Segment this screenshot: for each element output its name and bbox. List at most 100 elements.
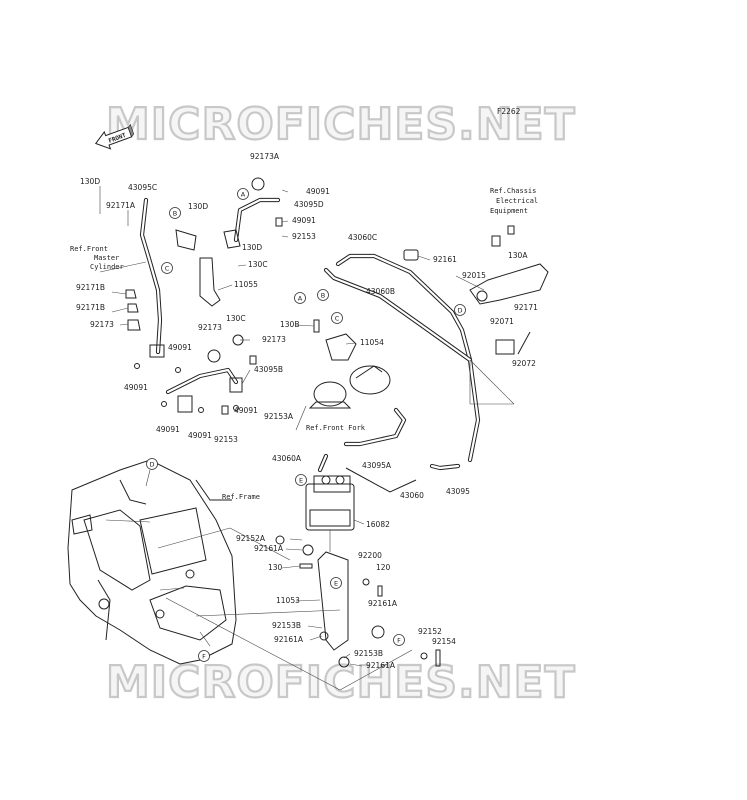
svg-text:B: B bbox=[321, 292, 325, 300]
part-label: 49091 bbox=[188, 431, 212, 440]
washer bbox=[198, 407, 204, 413]
part-label: 92161 bbox=[433, 255, 457, 264]
figure-code: F2262 bbox=[497, 107, 521, 116]
part-label: 92153B bbox=[354, 649, 383, 658]
svg-text:Cylinder: Cylinder bbox=[90, 263, 124, 271]
bracket-11054 bbox=[325, 333, 357, 361]
callout-F-right: F bbox=[393, 634, 405, 646]
abs-port bbox=[321, 475, 331, 485]
collar bbox=[275, 535, 285, 545]
callout-E-bracket: E bbox=[330, 577, 342, 589]
svg-text:C: C bbox=[335, 315, 340, 323]
watermark-bottom: MICROFICHES.NET bbox=[106, 657, 576, 708]
part-label: 130D bbox=[80, 177, 100, 186]
part-label: 92153A bbox=[264, 412, 294, 421]
ref-front-fork: Ref.Front Fork bbox=[306, 424, 366, 432]
ref-front-master-cylinder: Ref.Front Master Cylinder bbox=[70, 245, 124, 271]
washer bbox=[175, 367, 181, 373]
fork-sensor bbox=[349, 365, 391, 395]
abs-top bbox=[313, 475, 351, 493]
front-brake-hose-assembly bbox=[99, 177, 283, 415]
part-label: 11055 bbox=[234, 280, 258, 289]
part-label: 92015 bbox=[462, 271, 486, 280]
hose-clip bbox=[125, 289, 137, 299]
part-label: 130B bbox=[280, 320, 299, 329]
hose-clip bbox=[127, 303, 139, 313]
part-label: 92152A bbox=[236, 534, 266, 543]
bolt-130 bbox=[299, 563, 313, 569]
clamp-92071 bbox=[495, 339, 515, 355]
part-label: 43095 bbox=[446, 487, 470, 496]
hose-clamp bbox=[175, 229, 197, 251]
part-label: 49091 bbox=[292, 216, 316, 225]
banjo-fitting bbox=[149, 344, 165, 358]
connector bbox=[491, 235, 501, 247]
damper bbox=[319, 631, 329, 641]
svg-text:A: A bbox=[298, 295, 303, 303]
svg-text:Equipment: Equipment bbox=[490, 207, 528, 215]
ref-chassis-electrical: Ref.Chassis Electrical Equipment bbox=[490, 187, 538, 215]
watermark-top: MICROFICHES.NET bbox=[106, 99, 576, 150]
part-label: 11053 bbox=[276, 596, 300, 605]
fork-line bbox=[355, 365, 383, 379]
part-label: 130C bbox=[226, 314, 246, 323]
clip-92161 bbox=[403, 249, 419, 261]
part-label: 92173 bbox=[262, 335, 286, 344]
part-label: 16082 bbox=[366, 520, 390, 529]
part-label: 92173A bbox=[250, 152, 280, 161]
svg-text:Ref.Front: Ref.Front bbox=[70, 245, 108, 253]
washer bbox=[134, 363, 140, 369]
part-label: 43095C bbox=[128, 183, 157, 192]
svg-text:D: D bbox=[457, 307, 462, 315]
part-label: 43095A bbox=[362, 461, 392, 470]
bolt-92154 bbox=[435, 649, 441, 667]
callout-A-top: A bbox=[237, 188, 249, 200]
grommet bbox=[127, 319, 141, 331]
abs-body bbox=[305, 483, 355, 531]
bolt-120 bbox=[377, 585, 383, 597]
part-label: 92200 bbox=[358, 551, 382, 560]
part-label: 92161A bbox=[368, 599, 398, 608]
banjo-fitting bbox=[177, 395, 193, 413]
washer bbox=[161, 401, 167, 407]
label-leaders bbox=[99, 189, 485, 667]
grommet bbox=[207, 349, 221, 363]
part-label: 130 bbox=[268, 563, 283, 572]
collar-92152 bbox=[420, 652, 428, 660]
svg-text:F: F bbox=[397, 637, 401, 645]
callout-F-frame: F bbox=[198, 650, 210, 662]
svg-text:A: A bbox=[241, 191, 246, 199]
part-label: 92161A bbox=[366, 661, 396, 670]
part-label: 49091 bbox=[306, 187, 330, 196]
part-label: 92071 bbox=[490, 317, 514, 326]
part-label: 43060B bbox=[366, 287, 395, 296]
bolt-130b bbox=[313, 319, 320, 333]
part-label: 43060A bbox=[272, 454, 302, 463]
band-92072 bbox=[517, 331, 531, 355]
svg-text:E: E bbox=[299, 477, 303, 485]
washer bbox=[362, 578, 370, 586]
part-label: 130A bbox=[508, 251, 528, 260]
part-label: 43095B bbox=[254, 365, 283, 374]
damper bbox=[371, 625, 385, 639]
ref-frame: Ref.Frame bbox=[222, 493, 260, 501]
part-label: 11054 bbox=[360, 338, 384, 347]
svg-text:E: E bbox=[334, 580, 338, 588]
hose-clamp bbox=[223, 229, 241, 249]
callout-A-mid: A bbox=[294, 292, 306, 304]
grommet bbox=[251, 177, 265, 191]
grommet-92015 bbox=[476, 290, 488, 302]
sensor-92171 bbox=[469, 263, 549, 305]
abs-port bbox=[335, 475, 345, 485]
svg-text:D: D bbox=[149, 461, 154, 469]
part-label: 43095D bbox=[294, 200, 324, 209]
part-label: 49091 bbox=[124, 383, 148, 392]
part-label: 92171A bbox=[106, 201, 136, 210]
callout-C-mid: C bbox=[331, 312, 343, 324]
part-label: 92072 bbox=[512, 359, 536, 368]
bolt bbox=[275, 217, 283, 227]
part-label: 92171 bbox=[514, 303, 538, 312]
hose-bracket bbox=[199, 257, 221, 307]
part-label: 49091 bbox=[234, 406, 258, 415]
